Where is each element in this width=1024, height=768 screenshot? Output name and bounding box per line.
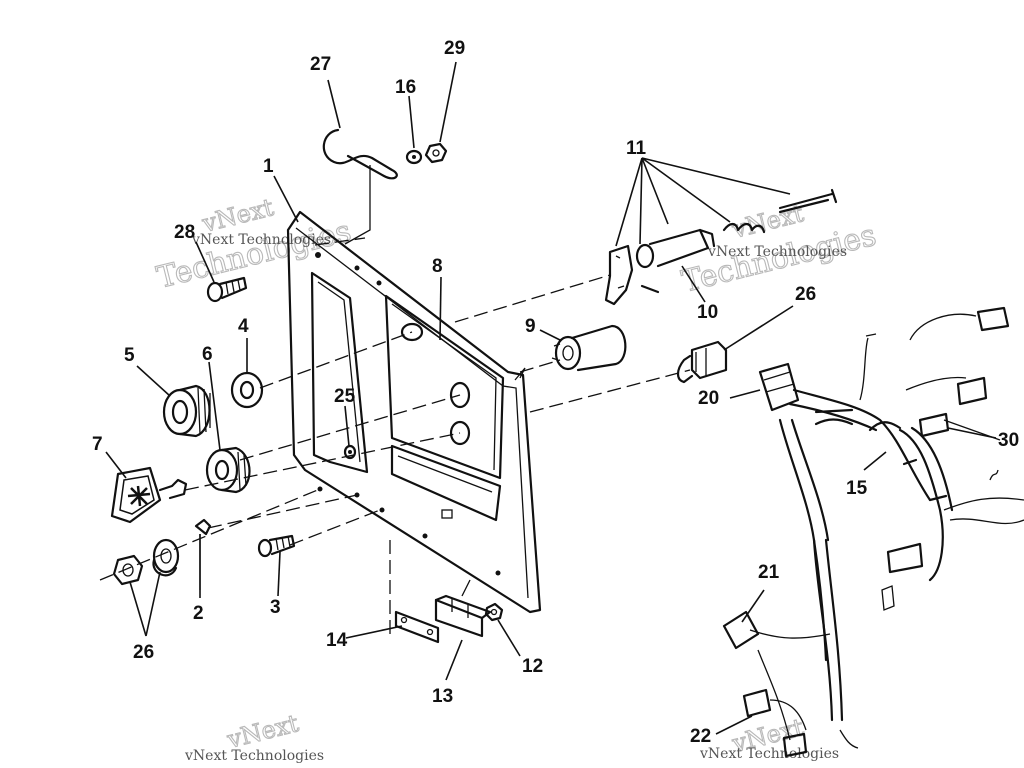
callout-21: 21: [758, 562, 780, 583]
callout-9: 9: [525, 316, 536, 337]
callout-3: 3: [270, 597, 281, 618]
part-25-grommet: [343, 444, 357, 460]
part-7-key-switch: [110, 466, 188, 524]
assembly-lines: [99, 237, 691, 640]
callout-26-right: 26: [795, 284, 816, 305]
part-3-bolt: [257, 534, 296, 558]
part-10-11-latch: [604, 188, 838, 306]
callout-25: 25: [334, 386, 356, 407]
callout-13: 13: [432, 686, 453, 707]
callout-20: 20: [698, 388, 719, 409]
callout-5: 5: [124, 345, 135, 366]
svg-text:vNext Technologies: vNext Technologies: [184, 748, 324, 764]
watermark-top-right: vNext Technologies vNext Technologies: [678, 199, 880, 301]
callout-26-left: 26: [133, 642, 154, 663]
part-2-screw: [194, 518, 212, 590]
part-26-nut-washer: [112, 538, 180, 586]
part-13-14-relay-bracket: [394, 579, 492, 644]
part-5-knurled-nut: [162, 384, 211, 438]
part-28-bolt: [206, 276, 248, 303]
callout-16: 16: [395, 77, 416, 98]
callout-11: 11: [626, 138, 647, 159]
part-9-barrel: [551, 324, 627, 372]
callout-22: 22: [690, 726, 711, 747]
watermark-bottom-right: vNext vNext Technologies: [699, 713, 839, 762]
svg-text:vNext Technologies: vNext Technologies: [699, 746, 839, 762]
callout-29: 29: [444, 38, 465, 59]
watermark-bottom-left: vNext vNext Technologies: [184, 709, 324, 764]
callout-14: 14: [326, 630, 348, 651]
part-4-lock-washer: [230, 371, 264, 409]
svg-text:vNext Technologies: vNext Technologies: [707, 244, 847, 260]
callout-15: 15: [846, 478, 868, 499]
panel-part-1: [286, 210, 542, 614]
callout-labels: 1 27 16 29 28 4 5 6 7 2 3 26 25 8 9 10 1…: [92, 38, 1019, 747]
callout-10: 10: [697, 302, 718, 323]
part-16-washer: [405, 149, 423, 165]
callout-2: 2: [193, 603, 204, 624]
callout-7: 7: [92, 434, 103, 455]
callout-12: 12: [522, 656, 543, 677]
wiring-harness: [722, 306, 1024, 758]
callout-1: 1: [263, 156, 274, 177]
callout-8: 8: [432, 256, 443, 277]
leader-lines: [105, 61, 997, 735]
part-27-wire-clip: [322, 128, 398, 245]
part-6-ring: [205, 446, 251, 494]
part-29-nut: [424, 142, 448, 164]
callout-28: 28: [174, 222, 195, 243]
callout-27: 27: [310, 54, 331, 75]
svg-text:vNext Technologies: vNext Technologies: [191, 232, 331, 248]
callout-4: 4: [238, 316, 249, 337]
part-26-toggle-switch: [676, 340, 728, 384]
callout-30: 30: [998, 430, 1019, 451]
callout-6: 6: [202, 344, 213, 365]
